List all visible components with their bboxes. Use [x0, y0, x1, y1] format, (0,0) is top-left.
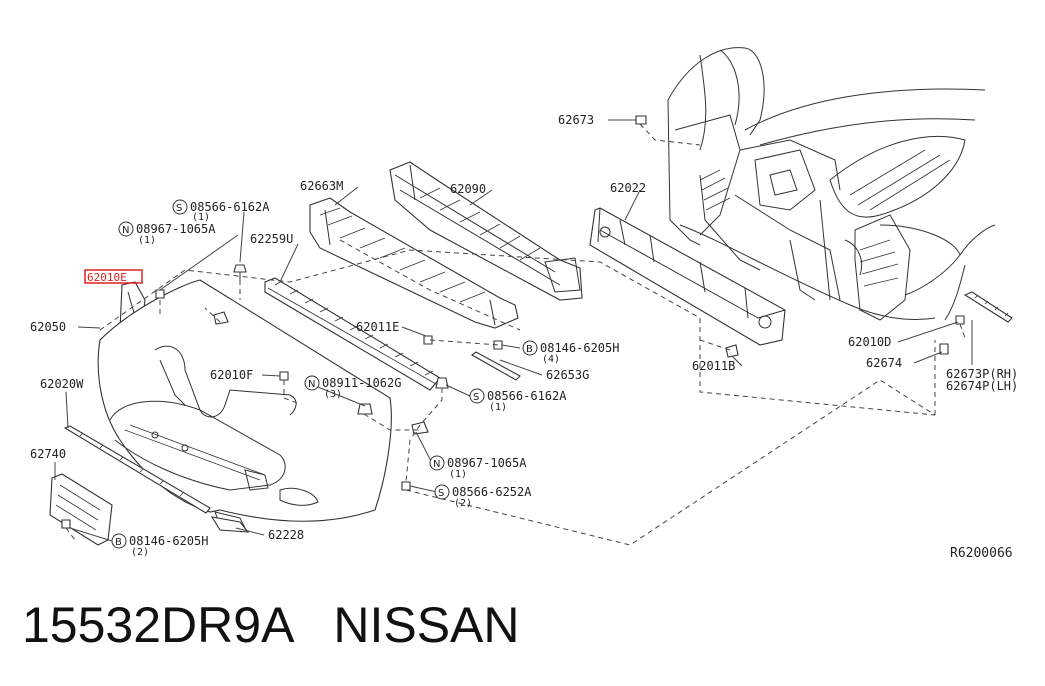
qty-08146-6205H-low: (2): [131, 547, 149, 558]
label-62228: 62228: [268, 528, 304, 542]
clip-icon: [725, 344, 739, 358]
n-circle-icon: N: [118, 221, 134, 237]
reinforcement-beam-62022: [589, 207, 786, 346]
label-08566-6252A: 08566-6252A: [452, 485, 532, 499]
label-62010E-highlighted: 62010E: [87, 271, 127, 284]
clip-icon: [411, 421, 429, 435]
label-62011B: 62011B: [692, 359, 735, 373]
n-circle-icon: N: [429, 455, 445, 471]
qty-08566-6162A-top: (1): [192, 212, 210, 223]
bolt-icon: [435, 377, 449, 389]
label-62050: 62050: [30, 320, 66, 334]
part-number: 15532DR9A: [22, 597, 292, 653]
nut-icon: [155, 289, 165, 299]
bolt-icon: [233, 264, 247, 273]
clip-icon: [939, 343, 949, 355]
qty-08967-1065A-top: (1): [138, 235, 156, 246]
front-grille-62259U: [264, 277, 441, 391]
label-62663M: 62663M: [300, 179, 343, 193]
license-bracket-62740: [49, 473, 113, 546]
b-circle-icon: B: [111, 533, 127, 549]
qty-08566-6252A: (2): [454, 498, 472, 509]
label-62010D: 62010D: [848, 335, 891, 349]
label-08146-6205H-mid: 08146-6205H: [540, 341, 619, 355]
clip-icon: [213, 311, 229, 325]
svg-text:N: N: [122, 225, 129, 236]
label-08566-6162A-top: 08566-6162A: [190, 200, 270, 214]
label-62020W: 62020W: [40, 377, 84, 391]
lower-strip-62020W: [63, 425, 211, 514]
clip-icon: [955, 315, 965, 325]
brand-name: NISSAN: [333, 597, 520, 653]
qty-08566-6162A-mid: (1): [489, 402, 507, 413]
bolt-icon: [61, 519, 71, 529]
caption-spacer: [292, 597, 334, 653]
svg-text:S: S: [438, 488, 444, 499]
qty-08146-6205H-mid: (4): [542, 354, 560, 365]
bolt-icon: [493, 340, 503, 350]
diagram-reference-code: R6200066: [950, 546, 1013, 561]
circled-symbols: S N B N S N S B: [111, 199, 538, 549]
svg-text:S: S: [473, 392, 479, 403]
svg-text:B: B: [115, 537, 122, 548]
label-62674P: 62674P(LH): [946, 379, 1018, 393]
label-62010F: 62010F: [210, 368, 253, 382]
svg-text:N: N: [433, 459, 440, 470]
label-62259U: 62259U: [250, 232, 293, 246]
svg-text:S: S: [176, 203, 182, 214]
svg-text:B: B: [526, 344, 533, 355]
bumper-fascia-62050: [97, 279, 392, 529]
fasteners: [61, 115, 965, 529]
part-caption: 15532DR9A NISSAN: [22, 596, 520, 654]
bolt-icon: [401, 481, 411, 491]
qty-08967-1065A-low: (1): [449, 469, 467, 480]
s-circle-icon: S: [172, 199, 188, 215]
label-08911-1062G: 08911-1062G: [322, 376, 401, 390]
svg-text:N: N: [308, 379, 315, 390]
label-62673: 62673: [558, 113, 594, 127]
label-08146-6205H-low: 08146-6205H: [129, 534, 208, 548]
label-62674: 62674: [866, 356, 902, 370]
strip-62653G: [470, 351, 521, 381]
s-circle-icon: S: [469, 388, 485, 404]
qty-08911-1062G: (3): [324, 389, 342, 400]
clip-icon: [423, 335, 433, 345]
label-62022: 62022: [610, 181, 646, 195]
label-62653G: 62653G: [546, 368, 589, 382]
label-62090: 62090: [450, 182, 486, 196]
part-labels: 62673 62663M 62090 62022 08566-6162A (1)…: [30, 113, 1018, 561]
exploded-parts-diagram: S N B N S N S B 62673 62663M 62090 62022…: [30, 47, 1018, 561]
clip-icon: [357, 403, 373, 415]
assembly-lines: [65, 123, 966, 546]
bolt-icon: [279, 371, 289, 381]
vehicle-front-body: [667, 47, 996, 321]
s-circle-icon: S: [434, 484, 450, 500]
highlight-box: [84, 269, 143, 284]
label-62673P: 62673P(RH): [946, 367, 1018, 381]
label-62011E: 62011E: [356, 320, 399, 334]
clip-icon: [635, 115, 647, 125]
side-strip-62673P: [963, 291, 1013, 323]
bumper-bracket-62663M: [309, 197, 519, 329]
label-08566-6162A-mid: 08566-6162A: [487, 389, 567, 403]
b-circle-icon: B: [522, 340, 538, 356]
label-08967-1065A-top: 08967-1065A: [136, 222, 216, 236]
label-08967-1065A-low: 08967-1065A: [447, 456, 527, 470]
leader-lines: [54, 119, 973, 542]
n-circle-icon: N: [304, 375, 320, 391]
label-62740: 62740: [30, 447, 66, 461]
